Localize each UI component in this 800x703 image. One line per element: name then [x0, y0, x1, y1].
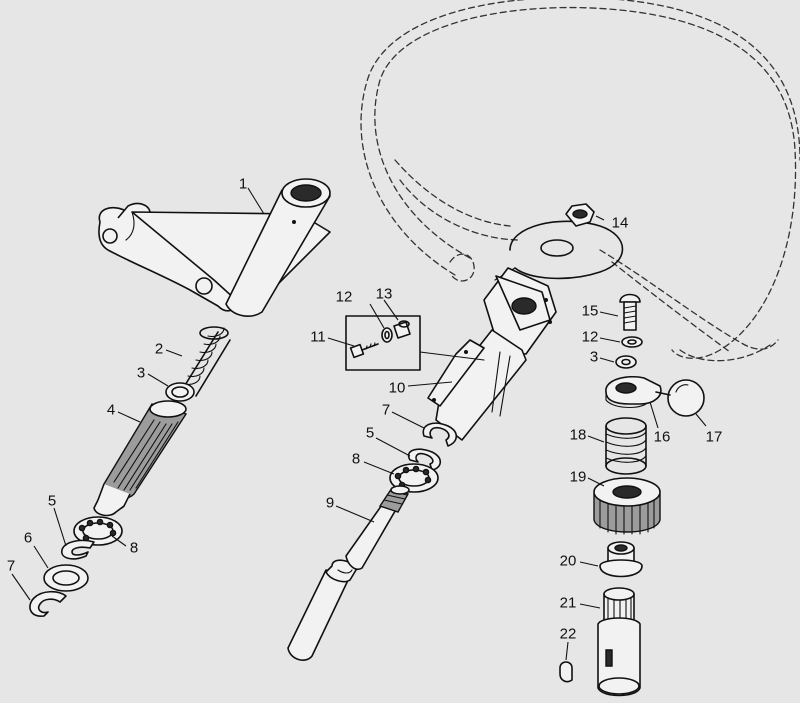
part-16-lever-plate	[605, 376, 662, 409]
callout-8-center: 8	[352, 451, 360, 468]
part-8-bearing-left	[73, 516, 123, 546]
part-5-circlip-left	[61, 539, 95, 560]
callout-11: 11	[310, 329, 326, 346]
callout-20: 20	[560, 553, 577, 570]
callout-4: 4	[107, 402, 115, 419]
callout-5-center: 5	[366, 425, 374, 442]
callout-18: 18	[570, 427, 587, 444]
part-3-washer-right	[615, 355, 637, 369]
part-4-splined-sleeve	[93, 400, 188, 517]
callout-7-left: 7	[7, 558, 15, 575]
callout-10: 10	[389, 380, 406, 397]
callout-6: 6	[24, 530, 32, 547]
part-17-knob	[655, 379, 705, 417]
callout-3-left: 3	[137, 365, 145, 382]
part-12-lock-washer-right	[621, 336, 643, 348]
part-19-knurled-ring	[593, 477, 661, 535]
callout-22: 22	[560, 626, 577, 643]
part-11-bolt	[349, 342, 379, 359]
callout-15: 15	[582, 303, 599, 320]
callout-7-center: 7	[382, 402, 390, 419]
part-10-column-bracket	[427, 267, 557, 441]
part-14-nut	[565, 203, 595, 227]
callout-labels: 1 2 3 4 5 6 7 8 9 10 11 12 13 7 5 8 14 1…	[7, 176, 723, 643]
part-12-washer-inset	[381, 327, 393, 343]
part-13-bushing	[393, 320, 411, 339]
part-2-spring	[181, 326, 231, 397]
part-7-snap-ring-center	[422, 422, 458, 447]
steering-wheel-outline	[360, 0, 800, 362]
callout-12-inset: 12	[336, 289, 353, 306]
callout-17: 17	[706, 429, 723, 446]
callout-5-left: 5	[48, 493, 56, 510]
callout-1: 1	[239, 176, 247, 193]
callout-21: 21	[560, 595, 577, 612]
part-5-circlip-center	[407, 448, 442, 471]
part-9-steering-shaft	[287, 485, 410, 661]
callout-19: 19	[570, 469, 587, 486]
callout-3-right: 3	[590, 349, 598, 366]
part-21-splined-shaft	[597, 587, 641, 697]
callout-8-left: 8	[130, 540, 138, 557]
part-22-woodruff-key	[559, 661, 573, 683]
callout-9: 9	[326, 495, 334, 512]
callout-2: 2	[155, 341, 163, 358]
leader-lines	[11, 187, 707, 661]
part-20-flanged-bushing	[599, 541, 643, 578]
part-1-steering-arm	[98, 178, 331, 317]
part-18-spring	[605, 417, 647, 475]
part-7-snap-ring-left	[29, 590, 67, 617]
callout-12-right: 12	[582, 329, 599, 346]
part-3-washer-left	[165, 382, 195, 402]
part-15-screw	[619, 293, 641, 331]
callout-13: 13	[376, 286, 393, 303]
part-6-ring-left	[43, 564, 89, 592]
callout-16: 16	[654, 429, 671, 446]
callout-14: 14	[612, 215, 629, 232]
